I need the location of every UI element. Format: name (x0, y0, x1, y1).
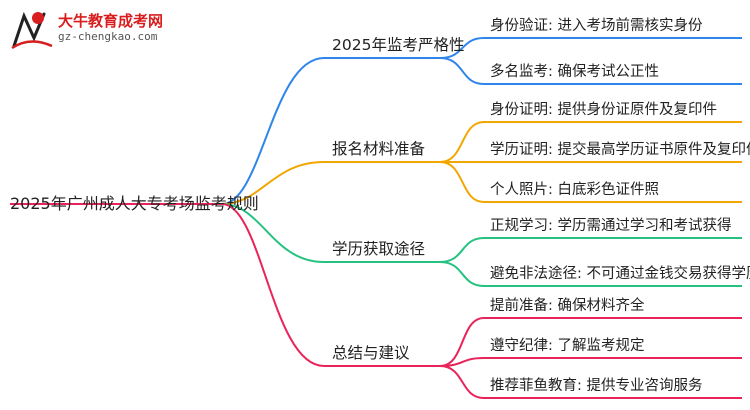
logo-url[interactable]: gz-chengkao.com (58, 30, 158, 43)
site-logo: 大牛教育成考网 gz-chengkao.com (8, 6, 228, 52)
branch-label: 总结与建议 (332, 344, 410, 362)
connector-branch-to-leaf (439, 161, 742, 203)
leaf-label: 正规学习: 学历需通过学习和考试获得 (490, 218, 732, 234)
connector-branch-to-leaf (439, 237, 742, 263)
connector-branch-to-leaf (439, 317, 742, 367)
leaf-label: 身份证明: 提供身份证原件及复印件 (490, 102, 717, 118)
connector-root-to-branch (221, 203, 440, 367)
mind-map-root: 2025年广州成人大专考场监考规则 (10, 194, 259, 213)
leaf-label: 避免非法途径: 不可通过金钱交易获得学历 (490, 266, 750, 282)
leaf-label: 学历证明: 提交最高学历证书原件及复印件 (490, 142, 750, 158)
branch-label: 报名材料准备 (332, 140, 426, 158)
leaf-label: 提前准备: 确保材料齐全 (490, 298, 645, 314)
connector-root-to-branch (221, 57, 440, 205)
branch-label: 2025年监考严格性 (332, 36, 465, 54)
logo-title: 大牛教育成考网 (58, 12, 164, 30)
branch-label: 学历获取途径 (332, 240, 426, 258)
leaf-label: 多名监考: 确保考试公正性 (490, 64, 659, 80)
connector-branch-to-leaf (439, 37, 742, 59)
leaf-label: 遵守纪律: 了解监考规定 (490, 338, 645, 354)
connector-root-to-branch (221, 203, 440, 263)
connector-root-to-branch (221, 161, 440, 205)
connector-branch-to-leaf (439, 121, 742, 163)
leaf-label: 身份验证: 进入考场前需核实身份 (490, 18, 703, 34)
connector-branch-to-leaf (439, 365, 742, 399)
connector-branch-to-leaf (439, 357, 742, 367)
connector-branch-to-leaf (439, 57, 742, 85)
connector-branch-to-leaf (439, 261, 742, 287)
leaf-label: 个人照片: 白底彩色证件照 (490, 182, 659, 198)
logo-mark-icon (11, 11, 53, 50)
leaf-label: 推荐菲鱼教育: 提供专业咨询服务 (490, 378, 703, 394)
